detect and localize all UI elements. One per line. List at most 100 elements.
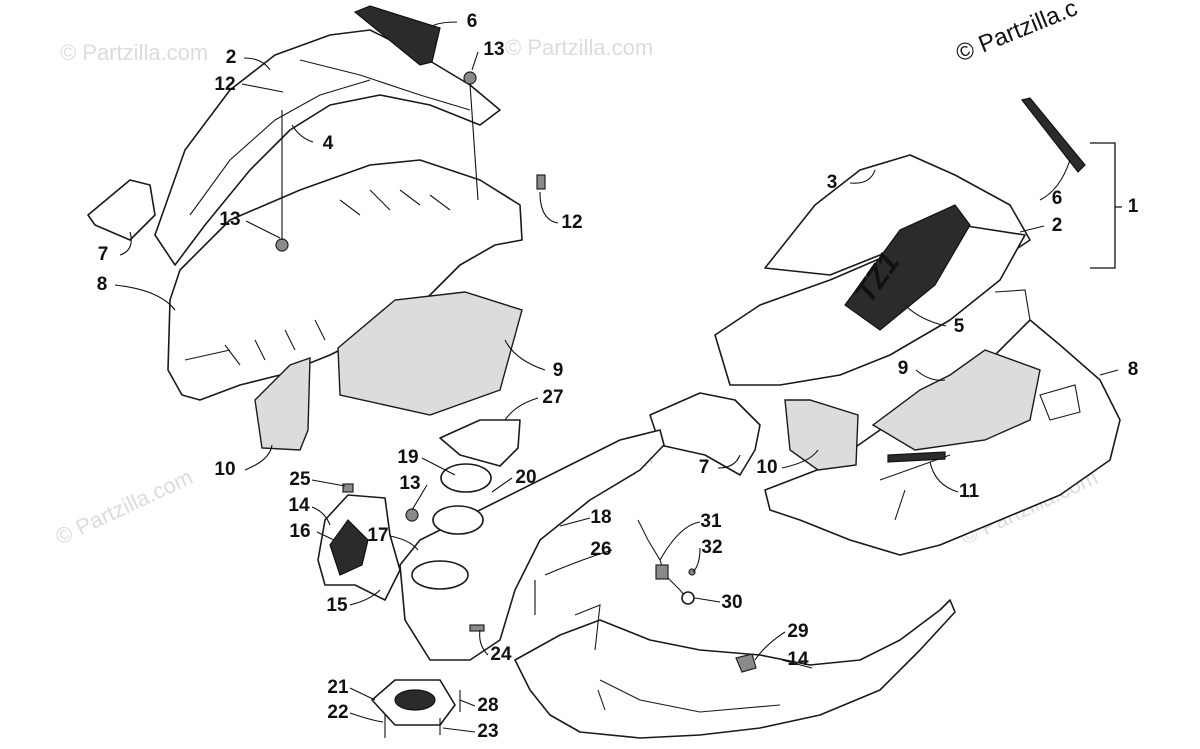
- sound-pad-right-small: [784, 399, 859, 471]
- leader-line: [491, 477, 513, 493]
- callout-label: 27: [542, 387, 563, 408]
- callout-label: 9: [553, 360, 564, 381]
- callout-label: 19: [397, 447, 418, 468]
- side-panel-right-graphic: [844, 204, 971, 331]
- side-panel-left-detail: [189, 59, 471, 216]
- callout-label: 32: [701, 537, 722, 558]
- gasket-ring: [440, 463, 492, 493]
- air-duct-left: [87, 179, 156, 241]
- leader-line: [904, 304, 947, 327]
- callout-label: 4: [323, 133, 334, 154]
- callout-label: 22: [327, 702, 348, 723]
- leader-line: [559, 517, 591, 527]
- callout-label: 3: [827, 172, 838, 193]
- screw-hardware: [469, 624, 485, 632]
- leader-line: [245, 220, 281, 239]
- leader-line: [459, 699, 476, 707]
- callout-label: 7: [699, 457, 710, 478]
- callout-label: 13: [219, 209, 240, 230]
- callout-labels: 2 12 4 6 13 7 13 8 12 9 10 3 2 6 1 5 8 9…: [97, 11, 1139, 742]
- leader-line: [349, 687, 376, 701]
- leader-line: [504, 397, 539, 421]
- callout-label: 7: [98, 244, 109, 265]
- callout-label: 29: [787, 621, 808, 642]
- leader-line: [119, 231, 132, 256]
- callout-label: 20: [515, 467, 536, 488]
- callout-label: 24: [490, 644, 512, 665]
- leader-line: [241, 83, 284, 93]
- sound-pad-left-large: [337, 291, 523, 416]
- lower-trim-right-detail: [574, 604, 781, 713]
- vent-grille-top: [353, 5, 441, 66]
- lower-trim-right: [514, 599, 956, 739]
- tether-clip: [681, 591, 695, 605]
- callout-label: 11: [959, 481, 980, 502]
- callout-label: 13: [399, 473, 420, 494]
- callout-label: 25: [289, 469, 311, 490]
- tether-switch: [655, 564, 669, 580]
- leader-line: [431, 21, 458, 27]
- watermark-text: © Partzilla.com: [505, 35, 653, 60]
- leader-line: [291, 124, 314, 143]
- leader-line: [244, 444, 273, 471]
- callout-label: 14: [288, 495, 310, 516]
- callout-label: 8: [97, 274, 108, 295]
- leader-line: [1099, 369, 1119, 376]
- leader-line: [504, 339, 546, 371]
- clip-hardware: [735, 653, 757, 673]
- callout-label: 21: [327, 677, 349, 698]
- leader-line: [389, 535, 419, 551]
- assembly-bracket: [1090, 142, 1122, 269]
- leader-lines: [114, 21, 1122, 733]
- callout-label: 2: [1052, 215, 1063, 236]
- callout-label: 28: [477, 695, 498, 716]
- callout-label: 2: [226, 47, 237, 68]
- leader-line: [717, 454, 741, 469]
- leader-line: [539, 191, 559, 224]
- leader-line: [421, 457, 456, 476]
- callout-label: 13: [483, 39, 504, 60]
- leader-line: [781, 449, 819, 469]
- assembly-line: [469, 83, 479, 201]
- vent-grille-right: [1020, 97, 1086, 173]
- callout-label: 10: [756, 457, 777, 478]
- leader-line: [692, 547, 701, 573]
- chassis-plate: [399, 429, 665, 661]
- trim-strip-right: [887, 451, 946, 463]
- sound-pad-left-small: [254, 357, 311, 451]
- callout-label: 6: [1052, 188, 1063, 209]
- callout-label: 23: [477, 721, 498, 742]
- leader-line: [929, 461, 959, 493]
- nut-hardware: [275, 238, 289, 252]
- screw-hardware: [536, 174, 546, 190]
- leader-line: [1019, 225, 1045, 233]
- leader-line: [471, 51, 479, 71]
- callout-label: 10: [214, 459, 235, 480]
- sound-pad-right-large: [871, 349, 1041, 451]
- leader-line: [1039, 159, 1071, 201]
- leader-line: [849, 169, 876, 184]
- callout-label: 16: [289, 521, 310, 542]
- belly-pan-right-detail: [879, 289, 1081, 521]
- leader-line: [442, 727, 476, 733]
- callout-label: 15: [326, 595, 348, 616]
- callout-label: 8: [1128, 359, 1139, 380]
- leader-line: [659, 521, 701, 561]
- watermark-text: © Partzilla.com: [60, 40, 208, 65]
- lower-duct-opening: [394, 689, 436, 711]
- side-panel-left: [154, 29, 501, 266]
- callout-label: 30: [721, 592, 742, 613]
- callout-label: 6: [467, 11, 478, 32]
- leader-line: [479, 629, 489, 656]
- callout-label: 14: [787, 649, 809, 670]
- leader-line: [311, 506, 331, 526]
- chassis-hole: [411, 560, 469, 590]
- nut-hardware: [405, 508, 419, 522]
- leader-line: [544, 549, 613, 576]
- leader-line: [114, 284, 176, 311]
- leader-line: [411, 484, 428, 511]
- callout-label: 26: [590, 539, 611, 560]
- belly-pan-left-ribs: [184, 189, 451, 366]
- leader-line: [243, 57, 271, 71]
